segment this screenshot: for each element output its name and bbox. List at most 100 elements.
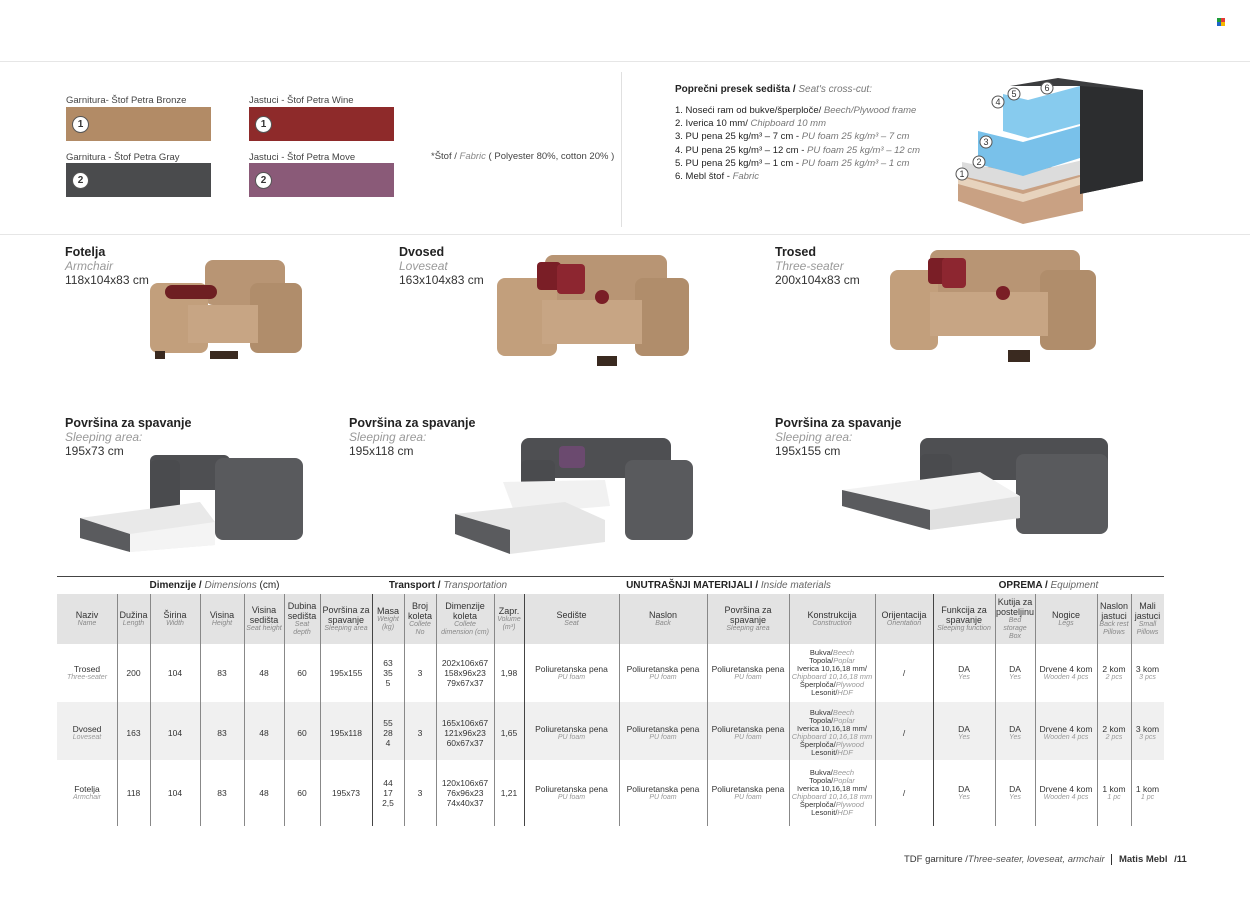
cell-value-en: 1 pc xyxy=(1140,794,1155,801)
cell-value-en: Yes xyxy=(958,794,970,801)
cross-cut-item-en: PU foam 25 kg/m³ – 1 cm xyxy=(801,157,910,169)
column-header-label: Nogice xyxy=(1051,610,1080,620)
column-separator xyxy=(284,594,285,826)
table-cell: 104 xyxy=(150,702,200,764)
cell-value: Poliuretanska pena xyxy=(535,664,608,674)
column-header: Zapr.Volume (m³) xyxy=(494,594,524,644)
column-header-label-en: Sleeping area xyxy=(726,625,770,632)
construction-line: Šperploča/Plywood xyxy=(800,801,864,809)
column-header-label-en: Sleeping function xyxy=(937,625,991,632)
cell-value: 104 xyxy=(167,668,183,678)
swatch-number: 1 xyxy=(255,116,272,133)
cell-value: Poliuretanska pena xyxy=(626,664,700,674)
cross-cut-item-en: PU foam 25 kg/m³ – 7 cm xyxy=(801,131,910,143)
cell-value: DA xyxy=(958,724,970,734)
table-cell: 48 xyxy=(244,702,284,764)
column-separator xyxy=(1097,594,1098,826)
cell-value: 195x155 xyxy=(329,668,363,678)
cell-value-en: Yes xyxy=(958,674,970,681)
column-header-label-en: Collete dimension (cm) xyxy=(441,621,489,636)
construction-en: HDF xyxy=(837,688,853,697)
cell-value: Poliuretanska pena xyxy=(711,784,785,794)
cross-cut-item: 1. Noseći ram od bukve/šperploče/ Beech/… xyxy=(675,104,920,117)
cell-value: DA xyxy=(958,784,970,794)
cell-value: 4 xyxy=(385,738,391,748)
cell-value: 3 xyxy=(417,788,423,798)
construction-en: Poplar xyxy=(833,656,855,665)
construction-en: Chipboard 10,16,18 mm xyxy=(791,792,873,801)
table-group-unit: (cm) xyxy=(256,580,280,591)
column-header-label: Visina xyxy=(209,610,235,620)
product-dimensions: 163x104x83 cm xyxy=(399,273,484,287)
cross-cut-item: 6. Mebl štof - Fabric xyxy=(675,170,920,183)
sleeping-title: Površina za spavanje xyxy=(775,416,902,430)
cross-cut-item-en: Chipboard 10 mm xyxy=(750,118,827,130)
sleeping-title: Površina za spavanje xyxy=(349,416,476,430)
column-separator xyxy=(494,594,495,826)
table-cell: 104 xyxy=(150,764,200,822)
cell-value: 35 xyxy=(383,668,393,678)
swatch-number: 1 xyxy=(72,116,89,133)
swatch-number: 2 xyxy=(255,172,272,189)
construction-line: Chipboard 10,16,18 mm xyxy=(792,673,872,681)
cross-cut-title: Poprečni presek sedišta / Seat's cross-c… xyxy=(675,84,872,95)
column-header-label: Visina sedišta xyxy=(249,605,279,625)
cross-cut-item-sr: 6. Mebl štof - xyxy=(675,171,733,183)
cell-value: DA xyxy=(1009,724,1021,734)
product-heading: Dvosed Loveseat 163x104x83 cm xyxy=(399,245,484,287)
cell-value-en: 3 pcs xyxy=(1139,674,1156,681)
column-separator xyxy=(404,594,405,826)
cell-value-en: 2 pcs xyxy=(1105,734,1123,741)
column-header-label: Dužina xyxy=(119,610,148,620)
loveseat-image xyxy=(497,255,689,366)
cross-cut-item: 5. PU pena 25 kg/m³ – 1 cm - PU foam 25 … xyxy=(675,157,920,170)
layer-num: 4 xyxy=(995,97,1000,107)
construction-en: Chipboard 10,16,18 mm xyxy=(791,672,873,681)
cell-value: Drvene 4 kom xyxy=(1039,784,1093,794)
cell-value: 60x67x37 xyxy=(446,738,484,748)
table-group-header: OPREMA / Equipment xyxy=(933,576,1164,595)
cell-value-en: Three-seater xyxy=(66,674,108,681)
column-header-label: Naslon xyxy=(648,610,677,620)
table-cell: / xyxy=(875,644,933,702)
table-cell: 3 xyxy=(404,644,436,702)
column-separator xyxy=(1035,594,1036,826)
fabric-note-en: Fabric xyxy=(459,151,486,162)
table-cell: / xyxy=(875,702,933,764)
logo-mark xyxy=(1221,22,1225,26)
swatch-sofa-gray: 2 xyxy=(66,163,211,197)
table-cell: 3 xyxy=(404,764,436,822)
column-separator xyxy=(789,594,790,826)
construction-sr: Lesonit/ xyxy=(811,748,838,757)
construction-en: Beech xyxy=(832,768,855,777)
construction-sr: Topola/ xyxy=(809,716,834,725)
cell-value-en: Yes xyxy=(1009,794,1021,801)
table-group-header: Transport / Transportation xyxy=(372,576,524,595)
cross-cut-list: 1. Noseći ram od bukve/šperploče/ Beech/… xyxy=(675,104,920,183)
cell-value: 63 xyxy=(383,658,393,668)
swatch-label: Jastuci - Štof Petra Move xyxy=(249,152,356,163)
cross-cut-item-en: Fabric xyxy=(732,171,759,183)
cell-value: 83 xyxy=(217,788,227,798)
three-seater-image xyxy=(890,250,1096,362)
construction-sr: Iverica 10,16,18 mm/ xyxy=(796,724,868,733)
construction-en: Chipboard 10,16,18 mm xyxy=(791,732,873,741)
construction-en: HDF xyxy=(837,808,853,817)
cell-value: 195x118 xyxy=(330,728,362,738)
swatch-label: Garnitura - Štof Petra Gray xyxy=(66,152,180,163)
construction-sr: Bukva/ xyxy=(809,648,833,657)
cell-value-en: PU foam xyxy=(557,674,586,681)
cell-value: 5 xyxy=(385,678,391,688)
